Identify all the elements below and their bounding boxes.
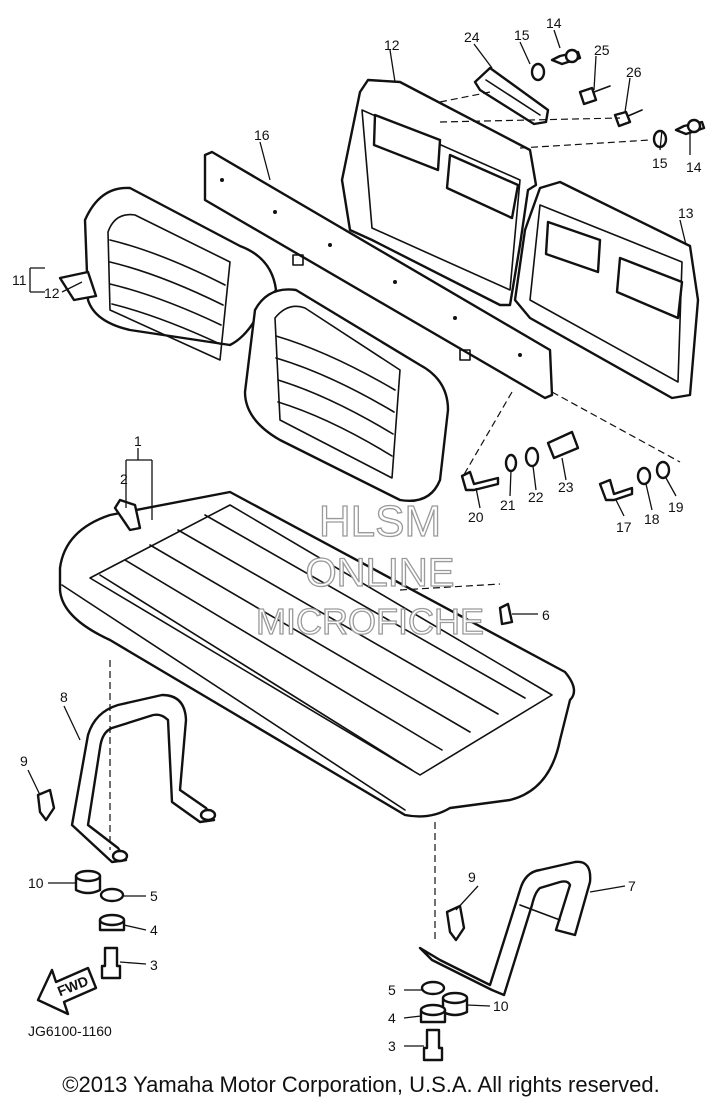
callout-18: 18 — [644, 511, 660, 527]
callout-21: 21 — [500, 497, 516, 513]
watermark-line3: MICROFICHE — [256, 601, 484, 642]
rear-backrest-shell-left — [340, 78, 538, 307]
callout-25: 25 — [594, 42, 610, 58]
callout-2: 2 — [120, 471, 128, 487]
assembly-lines — [109, 91, 681, 940]
leader-lines — [27, 29, 691, 1047]
callout-14-right: 14 — [686, 159, 702, 175]
copyright-notice: ©2013 Yamaha Motor Corporation, U.S.A. A… — [62, 1072, 660, 1097]
callout-8: 8 — [60, 689, 68, 705]
watermark: HLSM ONLINE MICROFICHE — [255, 496, 484, 642]
callout-3-right: 3 — [388, 1038, 396, 1054]
callout-10-right: 10 — [493, 998, 509, 1014]
watermark-line2: ONLINE — [306, 551, 455, 595]
callout-5-left: 5 — [150, 888, 158, 904]
callout-10-left: 10 — [28, 875, 44, 891]
callout-20: 20 — [468, 509, 484, 525]
callout-14-top: 14 — [546, 15, 562, 31]
callout-24: 24 — [464, 29, 480, 45]
bracket-24 — [473, 66, 550, 126]
callout-5-right: 5 — [388, 982, 396, 998]
callout-12-left: 12 — [44, 285, 60, 301]
callout-9-left: 9 — [20, 753, 28, 769]
watermark-line1: HLSM — [319, 497, 441, 546]
seat-support-left — [70, 693, 217, 864]
backrest-cushion-right — [243, 288, 450, 502]
backrest-frame-plate — [203, 150, 554, 400]
callout-12-top: 12 — [384, 37, 400, 53]
callout-numbers: 1 2 12 24 15 14 25 26 15 14 16 13 11 12 … — [12, 15, 702, 1054]
forward-arrow: FWD — [36, 966, 98, 1016]
callout-23: 23 — [558, 479, 574, 495]
callout-15-top: 15 — [514, 27, 530, 43]
callout-6: 6 — [542, 607, 550, 623]
callout-16: 16 — [254, 127, 270, 143]
callout-7: 7 — [628, 878, 636, 894]
callout-26: 26 — [626, 64, 642, 80]
callout-19: 19 — [668, 499, 684, 515]
callout-22: 22 — [528, 489, 544, 505]
backrest-cushion-left — [58, 186, 278, 361]
callout-3-left: 3 — [150, 957, 158, 973]
callout-11: 11 — [12, 272, 27, 288]
callout-1: 1 — [134, 433, 142, 449]
callout-4-left: 4 — [150, 922, 158, 938]
callout-17: 17 — [616, 519, 632, 535]
seat-support-right — [418, 860, 592, 997]
callout-13: 13 — [678, 205, 694, 221]
callout-15-right: 15 — [652, 155, 668, 171]
drawing-code: JG6100-1160 — [28, 1023, 112, 1039]
callout-4-right: 4 — [388, 1010, 396, 1026]
hardware — [36, 48, 706, 1062]
seat-cushion — [58, 490, 576, 818]
callout-9-right: 9 — [468, 869, 476, 885]
rear-backrest-shell-right — [513, 180, 700, 400]
